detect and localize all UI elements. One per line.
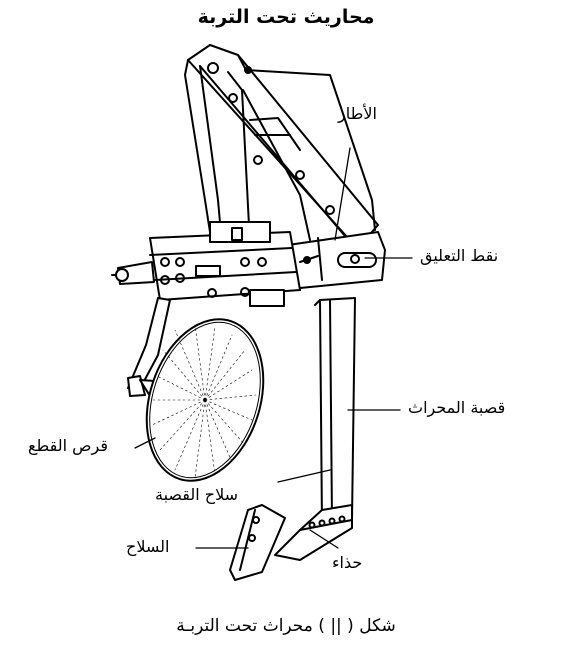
figure-title: محاريث تحت التربة [197, 6, 375, 28]
label-cutting-disc: قرص القطع [28, 436, 108, 455]
hitch-plate [285, 231, 386, 289]
label-frame: الأطار [338, 104, 377, 123]
main-beam [149, 221, 301, 307]
plow-share [229, 504, 286, 581]
cutting-disc [145, 318, 265, 482]
label-share: السلاح [126, 537, 170, 556]
label-shank-blade: سلاح القصبة [155, 485, 239, 504]
label-shank: قصبة المحراث [408, 398, 506, 417]
label-shoe: حذاء [332, 553, 363, 572]
label-hitch-points: نقط التعليق [420, 246, 499, 265]
frame-mast [184, 44, 379, 246]
front-bolt [111, 261, 155, 285]
figure-caption: شكل ( || ) محراث تحت التربـة [176, 616, 396, 636]
plow-shank [314, 297, 356, 526]
leader-lines [134, 147, 413, 549]
